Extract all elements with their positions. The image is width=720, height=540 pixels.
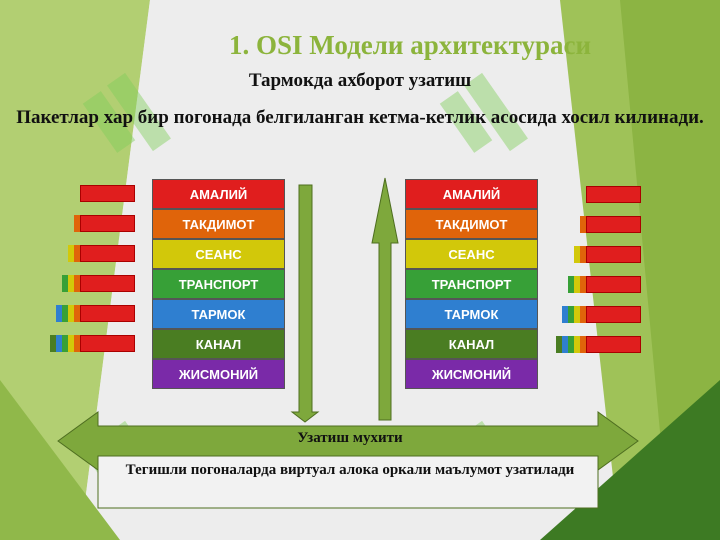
note-text: Тегишли погоналарда виртуал алока оркали… <box>125 462 575 478</box>
layer-3: СЕАНС <box>152 239 285 269</box>
layer-4: ТРАНСПОРТ <box>405 269 538 299</box>
packet-data <box>586 276 641 293</box>
packet-data <box>80 245 135 262</box>
packet-data <box>80 275 135 292</box>
packet-left-2 <box>68 245 135 262</box>
packet-data <box>80 185 135 202</box>
packet-header <box>74 335 80 352</box>
layer-4: ТРАНСПОРТ <box>152 269 285 299</box>
packet-header <box>56 335 62 352</box>
packet-right-1 <box>580 216 641 233</box>
packet-left-4 <box>56 305 135 322</box>
packet-header <box>68 245 74 262</box>
layer-5: ТАРМОК <box>405 299 538 329</box>
packet-data <box>586 336 641 353</box>
packet-data <box>80 335 135 352</box>
layer-2: ТАКДИМОТ <box>152 209 285 239</box>
medium-label: Узатиш мухити <box>297 430 403 446</box>
packet-header <box>62 275 68 292</box>
watermark-sofi-top-left <box>82 72 171 153</box>
down-arrow <box>290 184 320 423</box>
packet-header <box>56 305 62 322</box>
packet-header <box>74 275 80 292</box>
packet-header <box>574 246 580 263</box>
packet-header <box>562 306 568 323</box>
layer-6: КАНАЛ <box>405 329 538 359</box>
packet-header <box>68 335 74 352</box>
note-box <box>97 455 599 509</box>
packet-data <box>586 246 641 263</box>
packet-header <box>556 336 562 353</box>
packet-header <box>74 245 80 262</box>
packet-header <box>580 306 586 323</box>
packet-header <box>574 276 580 293</box>
packet-header <box>580 336 586 353</box>
layer-7: ЖИСМОНИЙ <box>152 359 285 389</box>
packet-header <box>580 246 586 263</box>
layer-5: ТАРМОК <box>152 299 285 329</box>
packet-header <box>62 335 68 352</box>
packet-header <box>62 305 68 322</box>
packet-header <box>568 306 574 323</box>
packet-header <box>74 215 80 232</box>
description: Пакетлар хар бир погонада белгиланган ке… <box>16 107 704 128</box>
page-title: 1. OSI Модели архитектураси <box>228 30 592 60</box>
packet-left-5 <box>50 335 135 352</box>
watermark-sofi-top-right <box>439 72 528 153</box>
packet-data <box>586 186 641 203</box>
packet-header <box>68 275 74 292</box>
layer-1: АМАЛИЙ <box>152 179 285 209</box>
layer-3: СЕАНС <box>405 239 538 269</box>
packet-header <box>562 336 568 353</box>
packet-right-5 <box>556 336 641 353</box>
packet-data <box>586 216 641 233</box>
packet-right-0 <box>586 186 641 203</box>
layer-6: КАНАЛ <box>152 329 285 359</box>
packet-data <box>80 215 135 232</box>
packet-left-3 <box>62 275 135 292</box>
packet-left-1 <box>74 215 135 232</box>
packet-header <box>68 305 74 322</box>
packet-data <box>586 306 641 323</box>
up-arrow <box>371 177 399 421</box>
packet-header <box>568 276 574 293</box>
packet-right-4 <box>562 306 641 323</box>
layer-2: ТАКДИМОТ <box>405 209 538 239</box>
layer-7: ЖИСМОНИЙ <box>405 359 538 389</box>
packet-header <box>580 276 586 293</box>
packet-header <box>574 306 580 323</box>
packet-header <box>580 216 586 233</box>
packet-right-2 <box>574 246 641 263</box>
packet-header <box>574 336 580 353</box>
subtitle: Тармокда ахборот узатиш <box>248 70 472 91</box>
packet-right-3 <box>568 276 641 293</box>
layer-1: АМАЛИЙ <box>405 179 538 209</box>
packet-data <box>80 305 135 322</box>
packet-header <box>74 305 80 322</box>
packet-header <box>50 335 56 352</box>
packet-left-0 <box>80 185 135 202</box>
packet-header <box>568 336 574 353</box>
